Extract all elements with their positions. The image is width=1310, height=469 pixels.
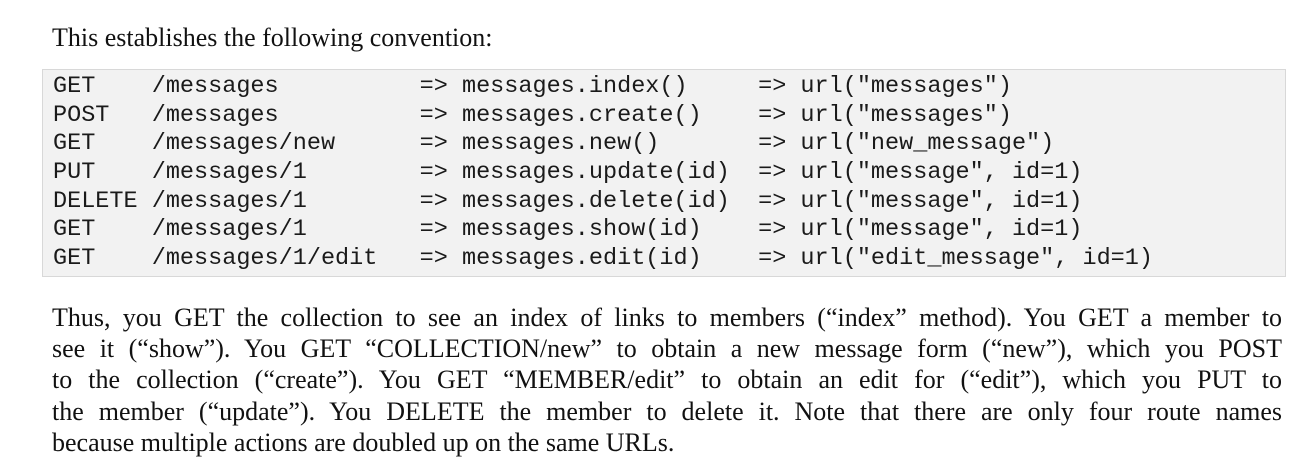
code-block: GET /messages => messages.index() => url…	[42, 69, 1286, 277]
paragraph-line: the member (“update”). You DELETE the me…	[52, 396, 1282, 426]
paragraph-line: to the collection (“create”). You GET “M…	[52, 365, 1282, 395]
code-line: DELETE /messages/1 => messages.delete(id…	[53, 187, 1083, 215]
code-line: POST /messages => messages.create() => u…	[53, 101, 1012, 129]
intro-text: This establishes the following conventio…	[52, 23, 493, 52]
code-line: GET /messages/new => messages.new() => u…	[53, 130, 1055, 158]
explanation-paragraph: Thus, you GET the collection to see an i…	[52, 302, 1282, 458]
paragraph-line: Thus, you GET the collection to see an i…	[52, 303, 1282, 332]
code-line: GET /messages/1/edit => messages.edit(id…	[53, 245, 1153, 273]
code-line: GET /messages/1 => messages.show(id) => …	[53, 216, 1083, 244]
code-line: GET /messages => messages.index() => url…	[53, 73, 1012, 100]
paragraph-line: because multiple actions are doubled up …	[52, 427, 675, 457]
paragraph-line: see it (“show”). You GET “COLLECTION/new…	[52, 334, 1282, 364]
code-line: PUT /messages/1 => messages.update(id) =…	[53, 159, 1083, 187]
